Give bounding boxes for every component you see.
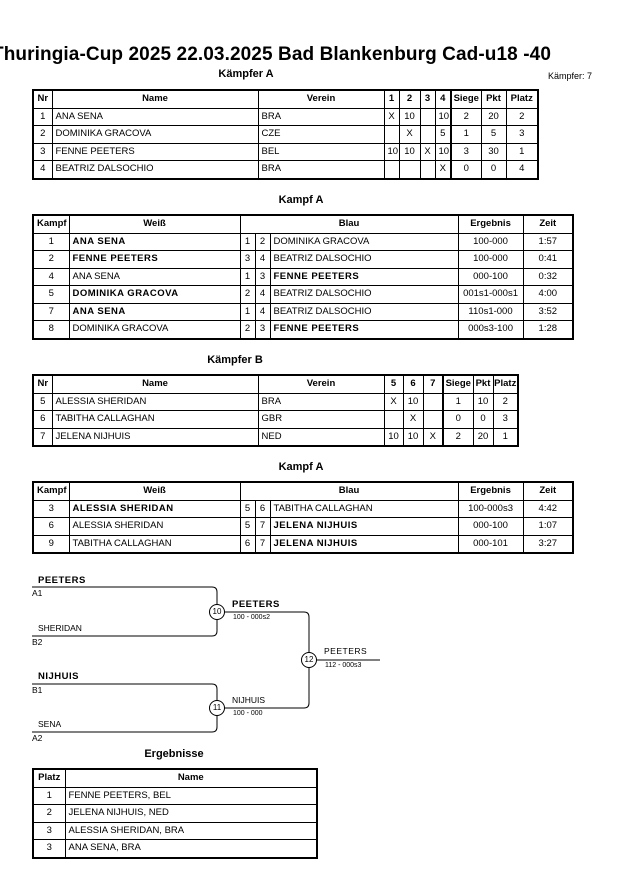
bracket-fight-number: 11 <box>209 700 225 716</box>
bracket-semi2-top-name: NIJHUIS <box>38 671 79 682</box>
pool-b-table: Nr Name Verein 5 6 7 Siege Pkt Platz 5 A… <box>32 374 519 447</box>
table-row: 2 JELENA NIJHUIS, NED <box>32 804 318 823</box>
table-row: 1 ANA SENA 1 2 DOMINIKA GRACOVA 100-000 … <box>32 232 574 251</box>
col-time: Zeit <box>522 481 574 501</box>
col-time: Zeit <box>522 214 574 234</box>
table-row: 6 TABITHA CALLAGHAN GBR X 0 0 3 <box>32 410 519 429</box>
table-row: 3 FENNE PEETERS BEL 10 10 X 10 3 30 1 <box>32 142 539 161</box>
results-title: Ergebnisse <box>144 748 204 760</box>
col-white: Weiß <box>68 481 241 501</box>
col-place: Platz <box>492 374 519 394</box>
table-row: 3 ALESSIA SHERIDAN 5 6 TABITHA CALLAGHAN… <box>32 499 574 518</box>
page-title: Thuringia-Cup 2025 22.03.2025 Bad Blanke… <box>0 44 551 65</box>
col-blue: Blau <box>239 481 459 501</box>
table-row: 9 TABITHA CALLAGHAN 6 7 JELENA NIJHUIS 0… <box>32 534 574 554</box>
results-header-row: Platz Name <box>32 768 318 788</box>
table-row: 4 ANA SENA 1 3 FENNE PEETERS 000-100 0:3… <box>32 267 574 286</box>
table-row: 5 ALESSIA SHERIDAN BRA X 10 1 10 2 <box>32 392 519 411</box>
bracket-semi1-score: 100 - 000s2 <box>233 614 270 621</box>
bracket-fight-number: 12 <box>301 652 317 668</box>
bracket-semi2-bottom-name: SENA <box>38 719 62 729</box>
fights-a-title: Kampf A <box>278 194 324 206</box>
fights-b-header-row: Kampf Weiß Blau Ergebnis Zeit <box>32 481 574 501</box>
bracket-final-winner: PEETERS <box>324 646 368 656</box>
bracket-semi2-bottom-seed: A2 <box>32 733 43 743</box>
col-place: Platz <box>32 768 66 788</box>
fighter-count: Kämpfer: 7 <box>548 71 593 81</box>
bracket-semi2-score: 100 - 000 <box>233 710 263 717</box>
bracket-semi1-top-name: PEETERS <box>38 575 86 586</box>
fights-a-header-row: Kampf Weiß Blau Ergebnis Zeit <box>32 214 574 234</box>
table-row: 3 ALESSIA SHERIDAN, BRA <box>32 821 318 840</box>
bracket-line-semi2-top <box>32 683 229 709</box>
fights-a-table: Kampf Weiß Blau Ergebnis Zeit 1 ANA SENA… <box>32 214 575 340</box>
col-name: Name <box>64 768 318 788</box>
bracket-semi1-winner: PEETERS <box>232 599 280 610</box>
col-blue: Blau <box>239 214 459 234</box>
col-place: Platz <box>505 89 539 109</box>
table-row: 4 BEATRIZ DALSOCHIO BRA X 0 0 4 <box>32 160 539 179</box>
bracket-semi2-winner: NIJHUIS <box>232 695 266 705</box>
pool-a-title: Kämpfer A <box>218 68 274 80</box>
table-row: 3 ANA SENA, BRA <box>32 839 318 858</box>
table-row: 1 ANA SENA BRA X 10 10 2 20 2 <box>32 107 539 126</box>
table-row: 8 DOMINIKA GRACOVA 2 3 FENNE PEETERS 000… <box>32 320 574 339</box>
bracket-line-semi1-top <box>32 586 229 613</box>
table-row: 6 ALESSIA SHERIDAN 5 7 JELENA NIJHUIS 00… <box>32 517 574 536</box>
table-row: 1 FENNE PEETERS, BEL <box>32 786 318 805</box>
bracket-semi2-top-seed: B1 <box>32 685 43 695</box>
col-club: Verein <box>257 89 385 109</box>
pool-b-header-row: Nr Name Verein 5 6 7 Siege Pkt Platz <box>32 374 519 394</box>
pool-b-title: Kämpfer B <box>207 354 263 366</box>
bracket-semi1-bottom-name: SHERIDAN <box>38 623 82 633</box>
table-row: 7 JELENA NIJHUIS NED 10 10 X 2 20 1 <box>32 427 519 447</box>
fights-b-title: Kampf A <box>278 461 324 473</box>
fights-b-table: Kampf Weiß Blau Ergebnis Zeit 3 ALESSIA … <box>32 481 575 554</box>
results-table: Platz Name 1 FENNE PEETERS, BEL 2 JELENA… <box>32 768 318 859</box>
table-row: 7 ANA SENA 1 4 BEATRIZ DALSOCHIO 110s1-0… <box>32 302 574 321</box>
col-opp-3: 3 <box>419 89 436 109</box>
bracket-fight-number: 10 <box>209 604 225 620</box>
pool-a-table: Nr Name Verein 1 2 3 4 Siege Pkt Platz 1… <box>32 89 539 180</box>
bracket-semi1-top-seed: A1 <box>32 588 43 598</box>
bracket-semi1-bottom-seed: B2 <box>32 637 43 647</box>
bracket-final-score: 112 - 000s3 <box>325 662 362 669</box>
pool-a-header-row: Nr Name Verein 1 2 3 4 Siege Pkt Platz <box>32 89 539 109</box>
